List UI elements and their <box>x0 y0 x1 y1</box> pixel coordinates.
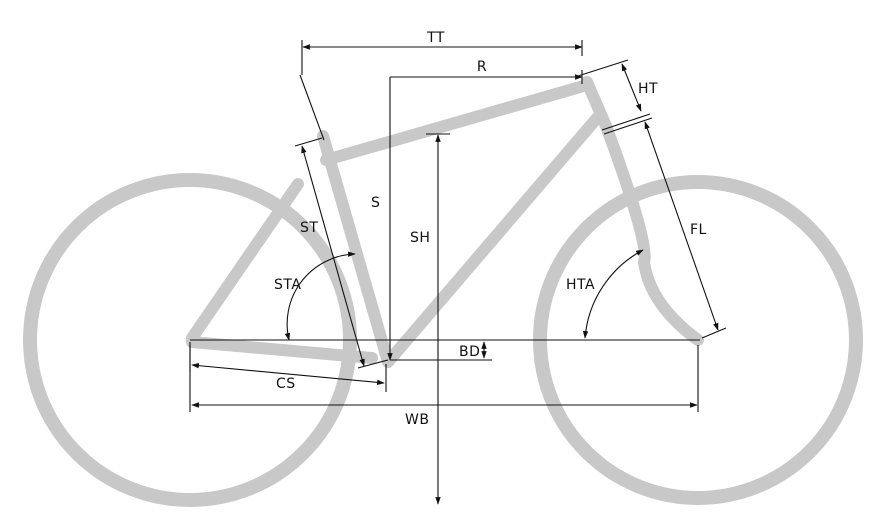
label-cs: CS <box>276 376 296 392</box>
label-fl: FL <box>690 222 707 238</box>
label-hta: HTA <box>566 277 595 293</box>
head-tube <box>581 76 612 132</box>
label-wb: WB <box>405 412 429 428</box>
dimension-lines <box>189 40 727 505</box>
sta-arc <box>284 251 356 341</box>
down-tube <box>382 112 603 368</box>
label-st: ST <box>300 220 318 236</box>
fl-dimension <box>644 121 719 331</box>
label-sh: SH <box>410 230 430 246</box>
label-s: S <box>371 195 380 211</box>
top-tube <box>320 79 593 166</box>
label-r: R <box>477 59 487 75</box>
label-sta: STA <box>274 277 301 293</box>
bike-frame <box>186 76 704 368</box>
cs-dimension <box>191 362 385 386</box>
seat-stay <box>186 178 304 344</box>
label-ht: HT <box>638 81 658 97</box>
dimension-labels: TT R HT S SH ST STA FL HTA BD CS WB <box>274 30 707 428</box>
hta-arc <box>582 249 644 339</box>
label-bd: BD <box>459 344 480 360</box>
ht-dimension <box>621 63 642 112</box>
label-tt: TT <box>426 30 445 46</box>
